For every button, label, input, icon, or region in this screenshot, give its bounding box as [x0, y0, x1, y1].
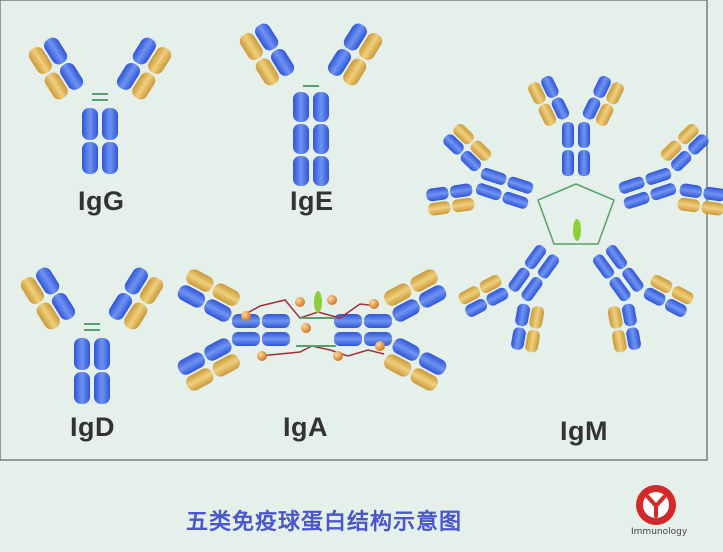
- logo-text: Immunology: [631, 527, 688, 537]
- immunology-logo-icon: [636, 485, 676, 525]
- iga-label: IgA: [283, 412, 328, 442]
- igd-label: IgD: [70, 412, 115, 442]
- ige-structure: [237, 21, 385, 186]
- igm-structure: [425, 74, 723, 354]
- igg-label: IgG: [78, 186, 125, 216]
- iga-structure: [175, 266, 449, 394]
- panel-frame: [0, 0, 708, 461]
- igd-structure: [18, 265, 166, 404]
- ige-label: IgE: [290, 186, 334, 216]
- figure-caption: 五类免疫球蛋白结构示意图: [186, 510, 463, 535]
- igg-structure: [26, 35, 174, 174]
- igm-label: IgM: [560, 416, 608, 446]
